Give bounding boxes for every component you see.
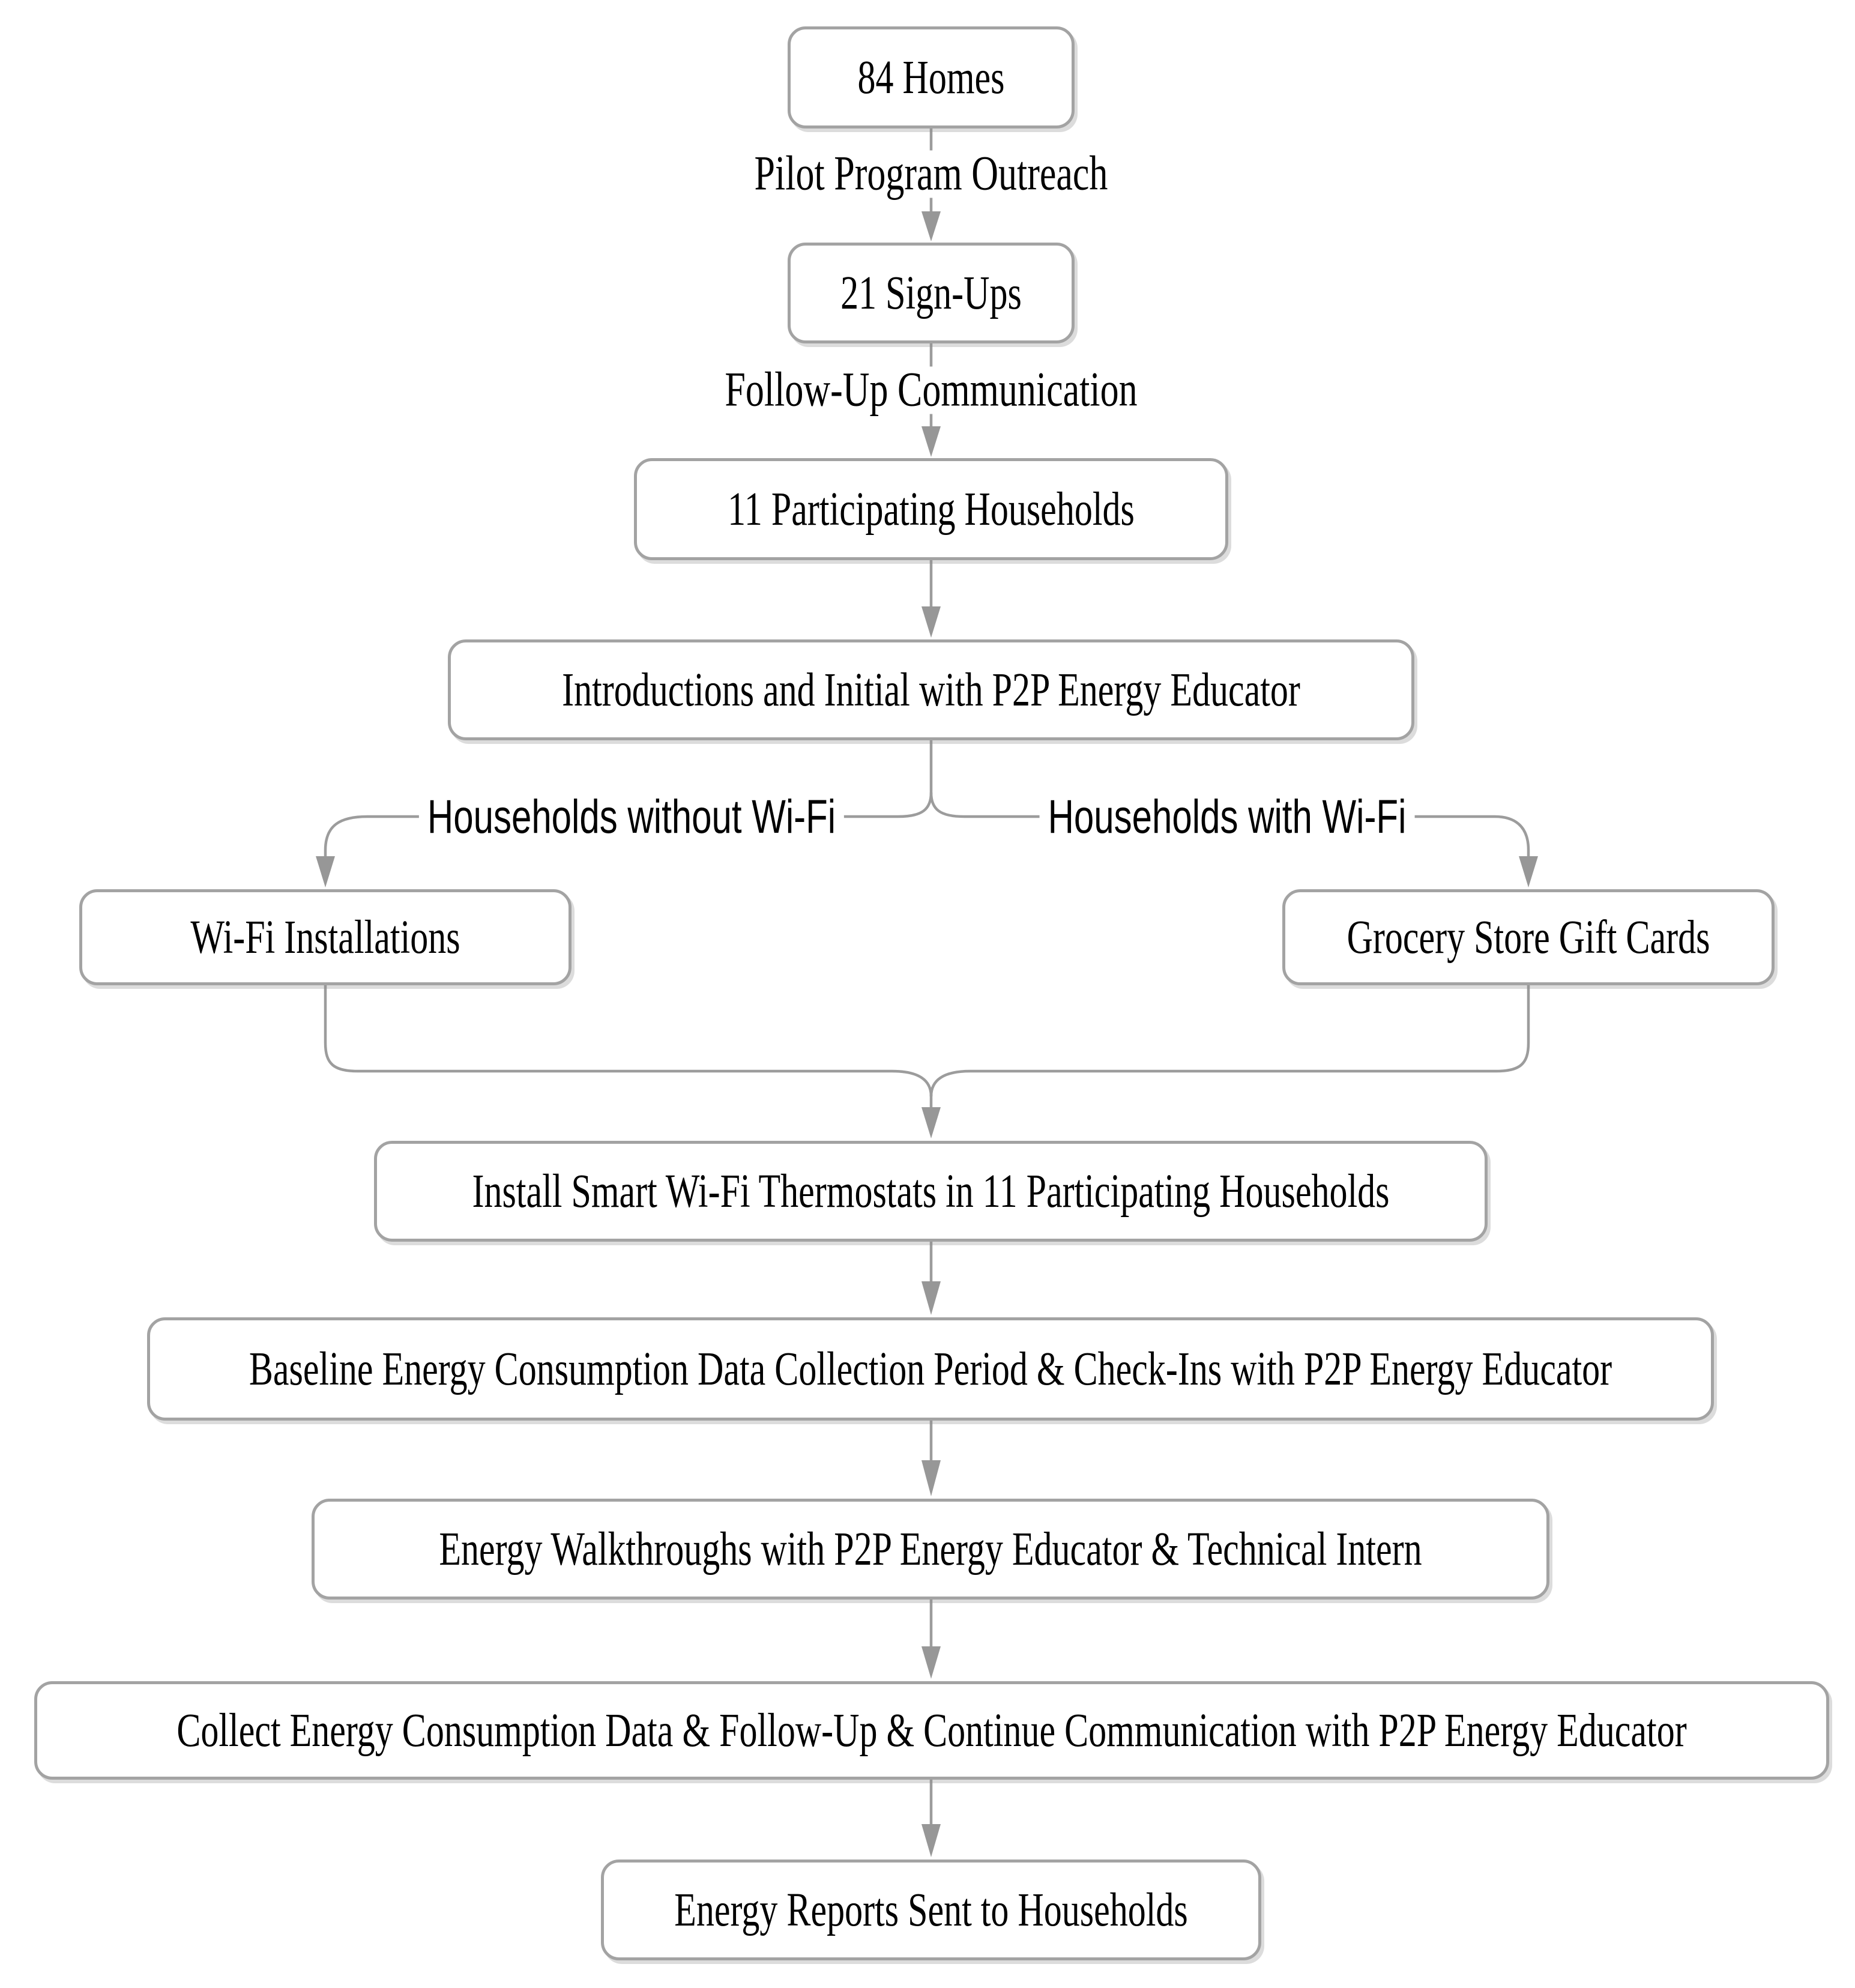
node-11-participating-households: 11 Participating Households [634, 458, 1228, 560]
edge-gift-install-line [929, 985, 1530, 1097]
node-grocery-gift-cards-label: Grocery Store Gift Cards [1347, 910, 1710, 963]
node-energy-walkthroughs: Energy Walkthroughs with P2P Energy Educ… [312, 1499, 1549, 1600]
edge-baseline-walkthroughs-arrowhead [921, 1460, 941, 1496]
edge-introductions-wifi-arrowhead [316, 856, 335, 887]
edge-introductions-gift-arrowhead [1519, 856, 1538, 887]
edge-collect-reports-arrowhead [921, 1824, 941, 1857]
node-21-signups: 21 Sign-Ups [788, 243, 1075, 343]
edge-signups-participating-arrowhead [921, 426, 941, 457]
node-collect-data: Collect Energy Consumption Data & Follow… [34, 1681, 1829, 1780]
node-introductions-initial-label: Introductions and Initial with P2P Energ… [562, 663, 1300, 716]
edge-label-pilot-program-outreach: Pilot Program Outreach [746, 147, 1117, 201]
edge-label-households-without-wifi: Households without Wi-Fi [418, 790, 845, 843]
node-install-thermostats-label: Install Smart Wi-Fi Thermostats in 11 Pa… [472, 1164, 1390, 1217]
node-11-participating-households-label: 11 Participating Households [728, 482, 1135, 535]
edge-wifi-install-line [324, 985, 933, 1097]
edge-introductions-gift-line [929, 792, 1530, 857]
edge-homes-signups-arrowhead [921, 211, 941, 241]
node-grocery-gift-cards: Grocery Store Gift Cards [1282, 889, 1775, 985]
node-21-signups-label: 21 Sign-Ups [840, 266, 1022, 319]
node-baseline-data-collection-label: Baseline Energy Consumption Data Collect… [249, 1342, 1612, 1395]
edge-merge-install-arrowhead [921, 1107, 941, 1138]
node-energy-walkthroughs-label: Energy Walkthroughs with P2P Energy Educ… [439, 1522, 1422, 1575]
node-84-homes-label: 84 Homes [857, 50, 1005, 103]
edge-label-follow-up-communication: Follow-Up Communication [716, 363, 1146, 417]
edge-install-baseline-arrowhead [921, 1281, 941, 1315]
node-install-thermostats: Install Smart Wi-Fi Thermostats in 11 Pa… [374, 1141, 1488, 1242]
node-84-homes: 84 Homes [788, 26, 1075, 128]
node-baseline-data-collection: Baseline Energy Consumption Data Collect… [147, 1317, 1714, 1421]
node-energy-reports: Energy Reports Sent to Households [601, 1860, 1261, 1960]
node-collect-data-label: Collect Energy Consumption Data & Follow… [176, 1703, 1687, 1756]
edge-label-households-with-wifi: Households with Wi-Fi [1039, 790, 1415, 843]
node-energy-reports-label: Energy Reports Sent to Households [674, 1883, 1188, 1936]
node-introductions-initial: Introductions and Initial with P2P Energ… [448, 639, 1414, 740]
edge-introductions-wifi-line [324, 740, 933, 857]
node-wifi-installations-label: Wi-Fi Installations [190, 910, 460, 963]
node-wifi-installations: Wi-Fi Installations [79, 889, 572, 985]
edge-participating-introductions-arrowhead [921, 606, 941, 638]
edge-walkthroughs-collect-arrowhead [921, 1646, 941, 1679]
